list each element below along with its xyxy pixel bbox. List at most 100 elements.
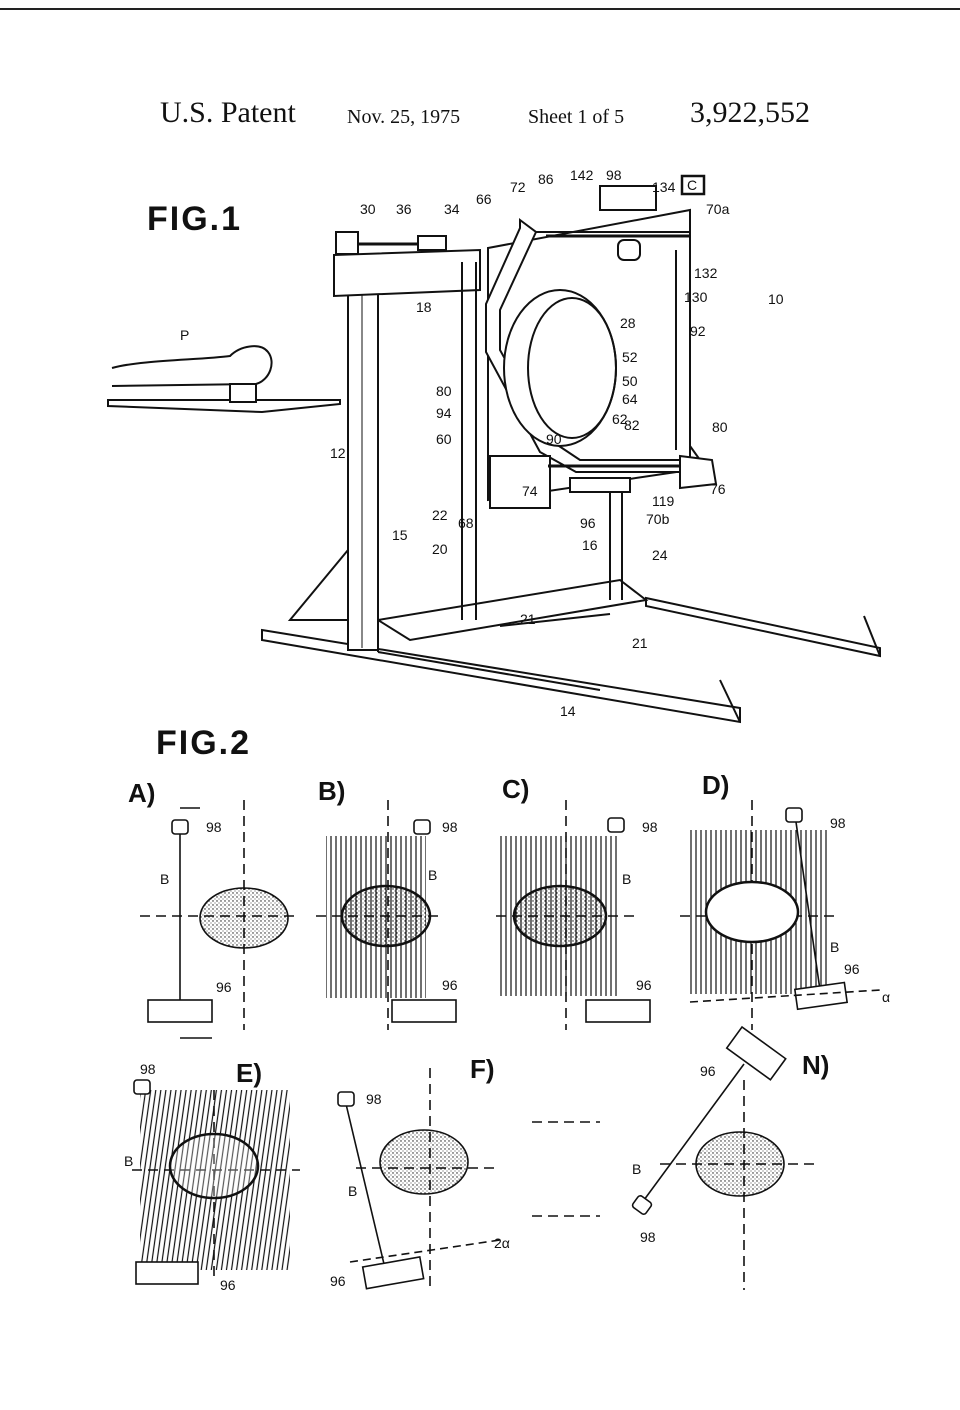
control-box-c [680, 174, 706, 196]
panel-n [631, 1025, 820, 1290]
panel-d-ref-96: 96 [844, 961, 860, 977]
object-tumor [199, 887, 289, 949]
ref-92: 92 [690, 323, 706, 339]
source-98-icon [133, 1079, 151, 1095]
fig2-panels [132, 800, 881, 1290]
panel-c [496, 800, 651, 1030]
ref-10: 10 [768, 291, 784, 307]
base-rail-back [645, 596, 881, 658]
panel-d [680, 800, 881, 1030]
source-98-icon [785, 807, 803, 823]
panel-c-label: C) [502, 774, 530, 804]
panel-n-ref-b: B [632, 1161, 641, 1177]
panel-e-ref-b: B [124, 1153, 133, 1169]
panel-a-ref-b: B [160, 871, 169, 887]
ref-82: 82 [624, 417, 640, 433]
panel-d-label: D) [702, 770, 730, 800]
panel-n-ref-98: 98 [640, 1229, 656, 1245]
left-gusset [287, 547, 349, 621]
ref-130: 130 [684, 289, 708, 305]
source-98-icon [631, 1195, 653, 1215]
panel-f-label: F) [470, 1054, 495, 1084]
ref-30: 30 [360, 201, 376, 217]
header-patent-number: 3,922,552 [690, 96, 810, 129]
ref-96: 96 [580, 515, 596, 531]
ref-12: 12 [330, 445, 346, 461]
detector-96-icon [361, 1256, 425, 1290]
panel-d-ref-98: 98 [830, 815, 846, 831]
panel-n-ref-96: 96 [700, 1063, 716, 1079]
ref-72: 72 [510, 179, 526, 195]
fig2-reference-numerals: 98 B 96 98 B 96 98 B 96 98 B 96 α 98 B 9… [124, 815, 890, 1293]
panel-a [140, 800, 300, 1039]
beam-b [345, 1103, 385, 1265]
object-tumor [168, 1132, 260, 1200]
ref-86: 86 [538, 171, 554, 187]
source-98-icon [337, 1091, 355, 1107]
panel-b-label: B) [318, 776, 346, 806]
top-beam [333, 248, 481, 298]
header-date: Nov. 25, 1975 [347, 106, 461, 128]
ref-24: 24 [652, 547, 668, 563]
ref-50: 50 [622, 373, 638, 389]
beam-sweep-hatch [140, 1090, 290, 1270]
bracket-76 [679, 454, 718, 490]
panel-b [316, 800, 457, 1030]
ref-68: 68 [458, 515, 474, 531]
ref-p: P [180, 327, 189, 343]
ref-142: 142 [570, 167, 594, 183]
panel-n-label: N) [802, 1050, 830, 1080]
base-rail-front [261, 628, 741, 724]
detector-96-icon [147, 999, 213, 1023]
ref-36: 36 [396, 201, 412, 217]
ref-22: 22 [432, 507, 448, 523]
ref-21b: 21 [632, 635, 648, 651]
panel-f-ref-96: 96 [330, 1273, 346, 1289]
detector-96-icon [585, 999, 651, 1023]
object-tumor [695, 1131, 785, 1197]
panel-a-ref-96: 96 [216, 979, 232, 995]
ref-60: 60 [436, 431, 452, 447]
ref-132: 132 [694, 265, 718, 281]
panel-f-ref-98: 98 [366, 1091, 382, 1107]
panel-c-ref-98: 98 [642, 819, 658, 835]
ref-76: 76 [710, 481, 726, 497]
panel-d-ref-alpha: α [882, 989, 890, 1005]
ref-52: 52 [622, 349, 638, 365]
patient-p [111, 345, 273, 387]
detector-96-icon [391, 999, 457, 1023]
source-98-icon [413, 819, 431, 835]
tilted-beam [795, 821, 821, 991]
fig1-reference-numerals: 30 36 34 66 72 86 142 98 134 C 70a 132 1… [180, 167, 784, 719]
yoke-top-arm [536, 231, 701, 461]
rail-flange-2 [863, 615, 881, 657]
ref-14: 14 [560, 703, 576, 719]
panel-b-ref-96: 96 [442, 977, 458, 993]
object-tumor [704, 880, 800, 944]
panel-f-ref-2alpha: 2α [494, 1235, 510, 1251]
source-housing-134 [599, 185, 657, 211]
header-sheet: Sheet 1 of 5 [528, 106, 625, 128]
panel-f-ref-b: B [348, 1183, 357, 1199]
panel-e-ref-98: 98 [140, 1061, 156, 1077]
ref-15: 15 [392, 527, 408, 543]
screw-nut [417, 235, 447, 251]
ref-70b: 70b [646, 511, 670, 527]
panel-a-label: A) [128, 778, 156, 808]
ref-80a: 80 [436, 383, 452, 399]
object-tumor [340, 884, 432, 948]
reference-line [349, 1239, 501, 1263]
ref-70a: 70a [706, 201, 730, 217]
panel-a-ref-98: 98 [206, 819, 222, 835]
detector-96-icon [135, 1261, 199, 1285]
head-support [229, 383, 257, 403]
ref-90: 90 [546, 431, 562, 447]
fig1-apparatus [107, 174, 881, 724]
fig2-label: FIG.2 [156, 724, 252, 762]
base-frame [375, 578, 649, 642]
source-98-icon [607, 817, 625, 833]
aperture-inner [527, 297, 617, 439]
panel-e-label: E) [236, 1058, 262, 1088]
beam-b [643, 1063, 745, 1201]
object-tumor [512, 884, 608, 948]
